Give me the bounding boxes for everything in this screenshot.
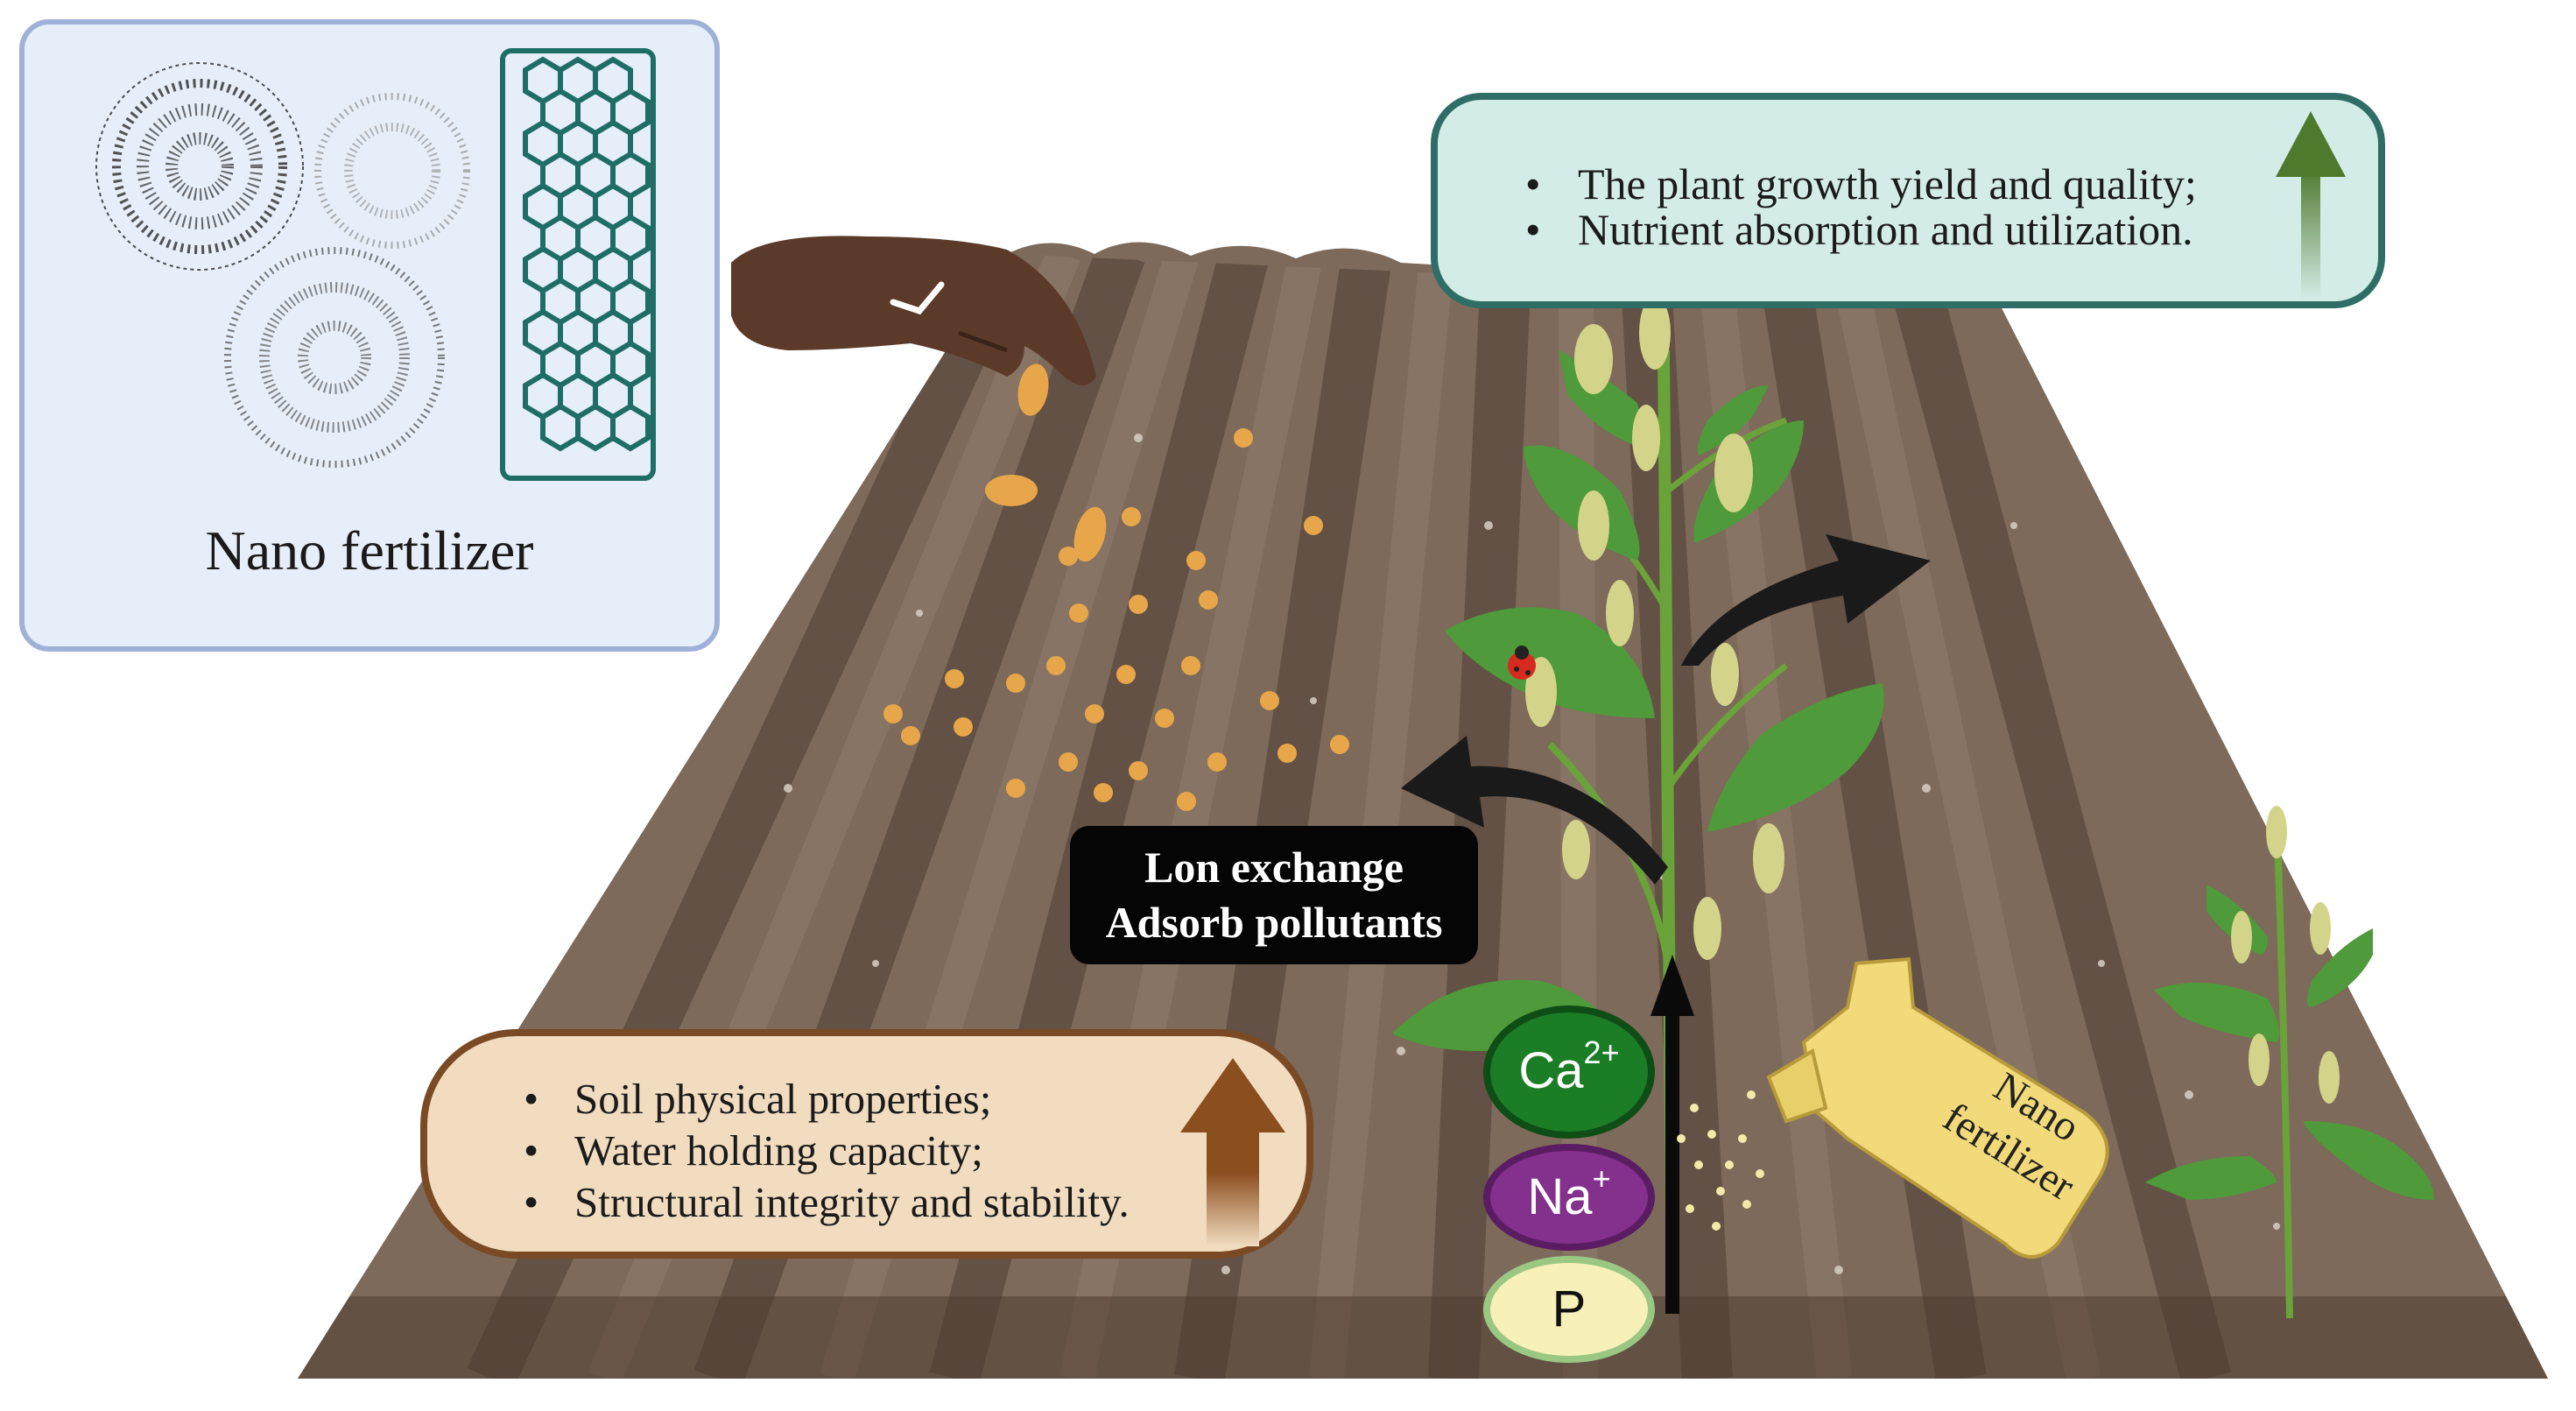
up-arrow-icon — [1650, 955, 1694, 1314]
spray-mist — [1677, 1090, 1764, 1231]
hand-sowing-icon — [731, 236, 1096, 385]
ion-exchange-line2: Adsorb pollutants — [1105, 898, 1443, 947]
list-item: The plant growth yield and quality; — [1525, 161, 2197, 207]
ladybug-icon — [1508, 646, 1536, 680]
ion-symbol: P — [1552, 1280, 1587, 1337]
plant-icon — [1392, 296, 1884, 1315]
small-plant-icon — [2145, 806, 2434, 1319]
plant-benefits-box: The plant growth yield and quality; Nutr… — [1431, 93, 2385, 308]
ion-exchange-label: Lon exchange Adsorb pollutants — [1070, 826, 1478, 964]
plant-benefits-list: The plant growth yield and quality; Nutr… — [1525, 161, 2197, 252]
ion-charge: 2+ — [1583, 1034, 1620, 1070]
calcium-ion: Ca2+ — [1483, 1005, 1655, 1139]
spray-bottle-icon — [1766, 956, 2109, 1259]
up-arrow-icon — [2276, 111, 2346, 300]
phosphorus-ion: P — [1483, 1256, 1655, 1363]
list-item: Water holding capacity; — [524, 1125, 1130, 1176]
soil-benefits-box: Soil physical properties; Water holding … — [420, 1029, 1313, 1259]
list-item: Nutrient absorption and utilization. — [1525, 207, 2197, 252]
ion-symbol: Ca — [1518, 1042, 1584, 1099]
ion-exchange-line1: Lon exchange — [1144, 843, 1404, 892]
dendrimer-nanoparticle-icon — [95, 62, 470, 468]
curved-arrow-icon — [1401, 534, 1931, 885]
ion-symbol: Na — [1527, 1168, 1593, 1225]
nano-fertilizer-title: Nano fertilizer — [205, 519, 534, 582]
soil-benefits-list: Soil physical properties; Water holding … — [524, 1073, 1130, 1228]
fertilizer-granules — [883, 363, 1349, 811]
carbon-nanotube-icon — [500, 48, 656, 481]
up-arrow-icon — [1180, 1058, 1285, 1246]
list-item: Structural integrity and stability. — [524, 1176, 1130, 1228]
sodium-ion: Na+ — [1483, 1144, 1655, 1251]
nano-fertilizer-panel — [19, 19, 720, 652]
list-item: Soil physical properties; — [524, 1073, 1130, 1125]
ion-charge: + — [1592, 1161, 1611, 1196]
